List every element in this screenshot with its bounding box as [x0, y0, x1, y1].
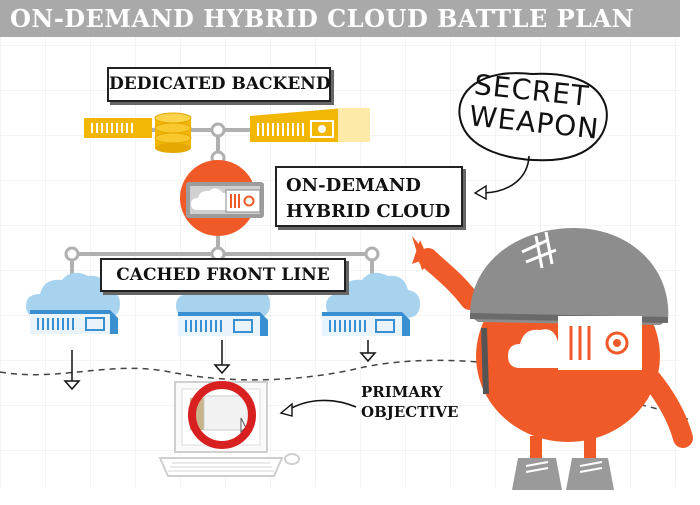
hybrid-cloud-label: ON-DEMAND HYBRID CLOUD [275, 166, 463, 227]
dashed-front-line [0, 359, 691, 421]
primary-objective-label: PRIMARY OBJECTIVE [361, 382, 458, 422]
database-icon [154, 112, 192, 153]
primary-objective-line1: PRIMARY [361, 383, 443, 401]
hybrid-cloud-text-line1: ON-DEMAND [286, 175, 421, 196]
cached-front-line-label: CACHED FRONT LINE [100, 258, 346, 292]
gold-server-left-icon [84, 118, 152, 138]
page-title: ON-DEMAND HYBRID CLOUD BATTLE PLAN [10, 4, 635, 33]
hybrid-cloud-text-line2: HYBRID CLOUD [286, 201, 451, 222]
target-ring [188, 381, 256, 449]
cloud-server-right-icon [322, 272, 420, 336]
cloud-server-left-icon [26, 272, 120, 334]
cached-front-line-text: CACHED FRONT LINE [116, 265, 330, 285]
title-bar: ON-DEMAND HYBRID CLOUD BATTLE PLAN [0, 0, 680, 37]
dedicated-backend-text: DEDICATED BACKEND [109, 74, 331, 94]
down-arrows [63, 340, 377, 391]
gold-server-right-icon [250, 108, 370, 142]
primary-objective-line2: OBJECTIVE [361, 403, 459, 421]
soldier-mascot [412, 228, 693, 490]
dedicated-backend-label: DEDICATED BACKEND [107, 67, 331, 102]
primary-objective-arrow [279, 399, 357, 417]
secret-weapon-bubble [458, 72, 608, 201]
hybrid-cloud-node-icon [180, 160, 264, 236]
